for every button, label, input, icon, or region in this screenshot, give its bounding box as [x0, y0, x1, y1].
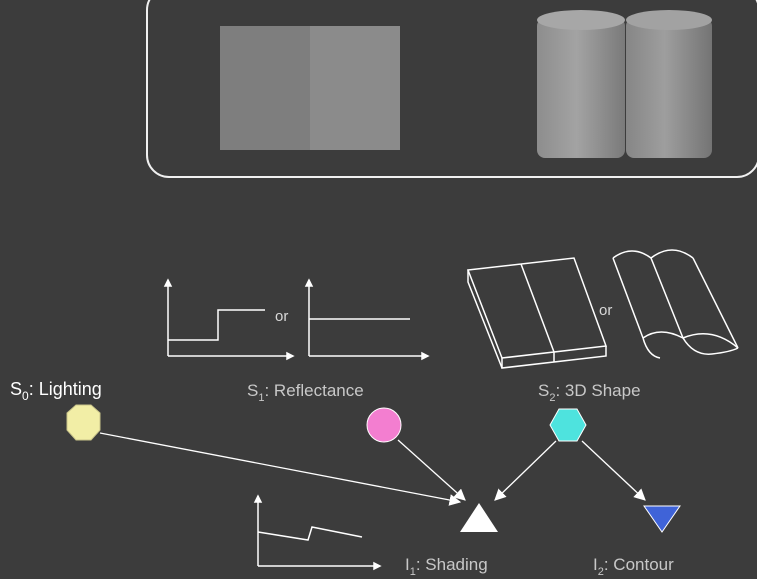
reflectance-example-square [220, 26, 400, 150]
shape-label: S2: 3D Shape [538, 381, 641, 404]
cylinders-example [537, 10, 712, 158]
curved-sheet-sketch [612, 249, 739, 359]
shading-node [460, 503, 498, 532]
reflectance-flat-plot [304, 278, 430, 361]
reflectance-label: S1: Reflectance [247, 381, 364, 404]
edge-reflectance-to-shading [397, 439, 466, 501]
example-panel [146, 0, 757, 178]
contour-label: I2: Contour [593, 555, 674, 578]
reflectance-node [366, 407, 402, 443]
contour-node [643, 505, 681, 533]
edge-lighting-to-shading [99, 432, 462, 506]
shape-node [549, 408, 587, 442]
reflectance-step-plot [163, 278, 295, 361]
or-label-shape: or [599, 302, 612, 319]
flat-slab-sketch [466, 257, 608, 369]
edge-shape-to-shading [494, 440, 557, 501]
shading-label: I1: Shading [405, 555, 488, 578]
shading-profile-plot [253, 494, 382, 571]
lighting-node [66, 404, 101, 441]
or-label-reflectance: or [275, 308, 288, 325]
edge-shape-to-contour [581, 440, 646, 501]
lighting-label: S0: Lighting [10, 379, 102, 403]
diagram-edges [99, 432, 646, 506]
